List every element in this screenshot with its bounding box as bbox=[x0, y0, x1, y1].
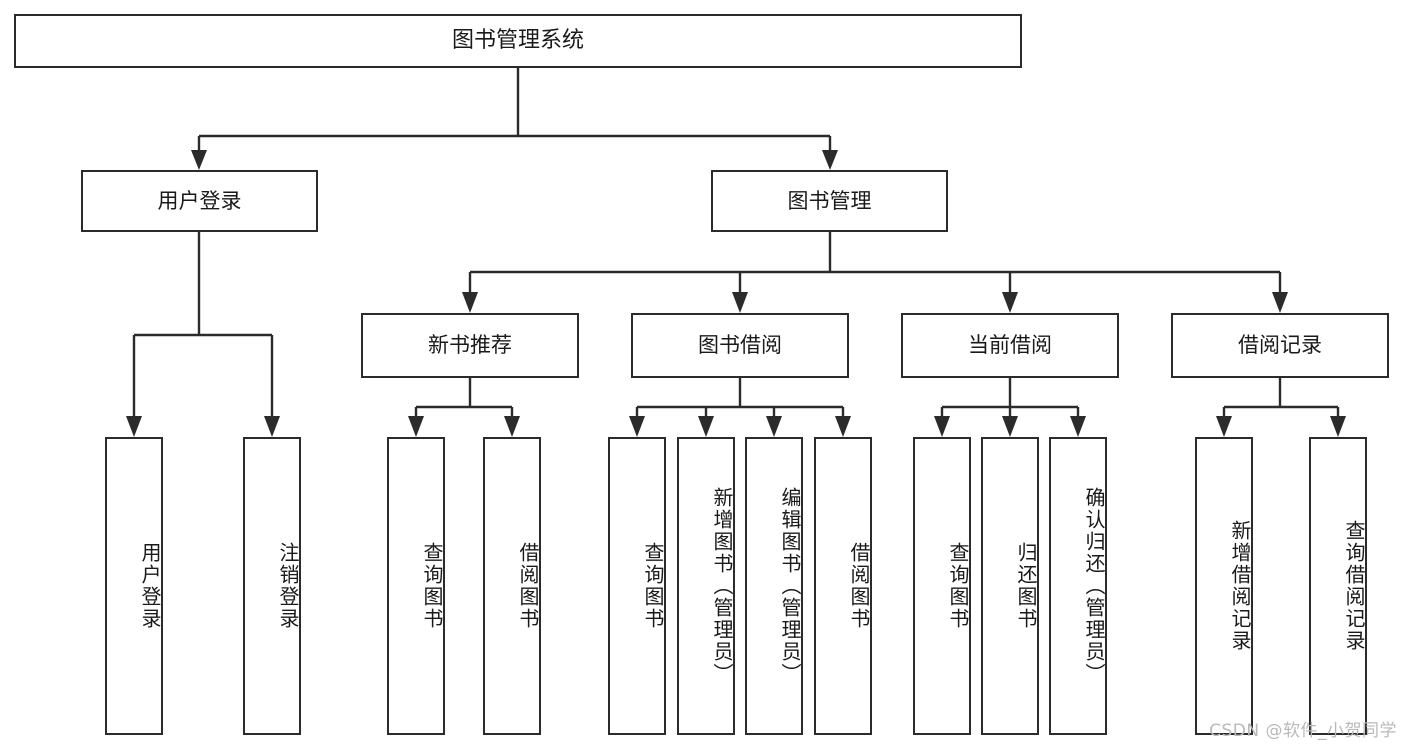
leaf-nb-query-book[interactable]: 查询图书 bbox=[387, 437, 445, 735]
arrow-book-manage bbox=[822, 150, 838, 170]
node-root-system[interactable]: 图书管理系统 bbox=[14, 14, 1022, 68]
arrow-br-leaf2 bbox=[1330, 416, 1346, 437]
node-label: 用户登录 bbox=[138, 542, 162, 630]
leaf-cb-return-book[interactable]: 归还图书 bbox=[981, 437, 1039, 735]
leaf-logout[interactable]: 注销登录 bbox=[243, 437, 301, 735]
node-label: 确认归还（管理员） bbox=[1082, 487, 1106, 685]
leaf-cb-query-book[interactable]: 查询图书 bbox=[913, 437, 971, 735]
node-label: 借阅图书 bbox=[847, 542, 871, 630]
arrow-cb-leaf1 bbox=[934, 416, 950, 437]
leaf-user-login[interactable]: 用户登录 bbox=[105, 437, 163, 735]
arrow-cb-leaf3 bbox=[1070, 416, 1086, 437]
arrow-br-leaf1 bbox=[1216, 416, 1232, 437]
node-book-borrow[interactable]: 图书借阅 bbox=[631, 313, 849, 378]
arrow-bb-leaf1 bbox=[629, 416, 645, 437]
node-label: 借阅图书 bbox=[516, 542, 540, 630]
leaf-nb-borrow-book[interactable]: 借阅图书 bbox=[483, 437, 541, 735]
arrow-nb-leaf1 bbox=[408, 416, 424, 437]
leaf-br-query-record[interactable]: 查询借阅记录 bbox=[1309, 437, 1367, 735]
arrow-leaf-logout bbox=[264, 416, 280, 437]
arrow-cb-leaf2 bbox=[1002, 416, 1018, 437]
node-label: 图书管理系统 bbox=[451, 28, 584, 54]
node-label: 查询图书 bbox=[641, 542, 665, 630]
node-label: 借阅记录 bbox=[1238, 333, 1322, 358]
node-book-management[interactable]: 图书管理 bbox=[711, 170, 948, 232]
arrow-borrow-record bbox=[1272, 292, 1288, 313]
node-label: 查询图书 bbox=[946, 542, 970, 630]
leaf-bb-edit-book-admin[interactable]: 编辑图书（管理员） bbox=[745, 437, 803, 735]
node-current-borrow[interactable]: 当前借阅 bbox=[901, 313, 1119, 378]
node-label: 查询图书 bbox=[420, 542, 444, 630]
node-new-book-recommend[interactable]: 新书推荐 bbox=[361, 313, 579, 378]
arrow-leaf-user-login bbox=[126, 416, 142, 437]
arrow-new-book bbox=[462, 292, 478, 313]
leaf-cb-confirm-return-admin[interactable]: 确认归还（管理员） bbox=[1049, 437, 1107, 735]
leaf-br-add-record[interactable]: 新增借阅记录 bbox=[1195, 437, 1253, 735]
node-label: 新增图书（管理员） bbox=[710, 487, 734, 685]
node-user-login[interactable]: 用户登录 bbox=[81, 170, 318, 232]
arrow-bb-leaf3 bbox=[766, 416, 782, 437]
leaf-bb-add-book-admin[interactable]: 新增图书（管理员） bbox=[677, 437, 735, 735]
node-label: 查询借阅记录 bbox=[1342, 520, 1366, 652]
arrow-current-borrow bbox=[1002, 292, 1018, 313]
arrow-bb-leaf2 bbox=[698, 416, 714, 437]
arrow-nb-leaf2 bbox=[504, 416, 520, 437]
arrow-bb-leaf4 bbox=[835, 416, 851, 437]
node-label: 图书借阅 bbox=[698, 333, 782, 358]
node-label: 图书管理 bbox=[787, 188, 872, 213]
node-label: 编辑图书（管理员） bbox=[778, 487, 802, 685]
node-label: 当前借阅 bbox=[968, 333, 1052, 358]
leaf-bb-borrow-book[interactable]: 借阅图书 bbox=[814, 437, 872, 735]
arrow-book-borrow bbox=[732, 292, 748, 313]
arrow-user-login bbox=[191, 150, 207, 170]
node-label: 新增借阅记录 bbox=[1228, 520, 1252, 652]
node-label: 归还图书 bbox=[1014, 542, 1038, 630]
node-borrow-record[interactable]: 借阅记录 bbox=[1171, 313, 1389, 378]
node-label: 注销登录 bbox=[276, 542, 300, 630]
node-label: 用户登录 bbox=[157, 188, 242, 213]
leaf-bb-query-book[interactable]: 查询图书 bbox=[608, 437, 666, 735]
node-label: 新书推荐 bbox=[428, 333, 512, 358]
